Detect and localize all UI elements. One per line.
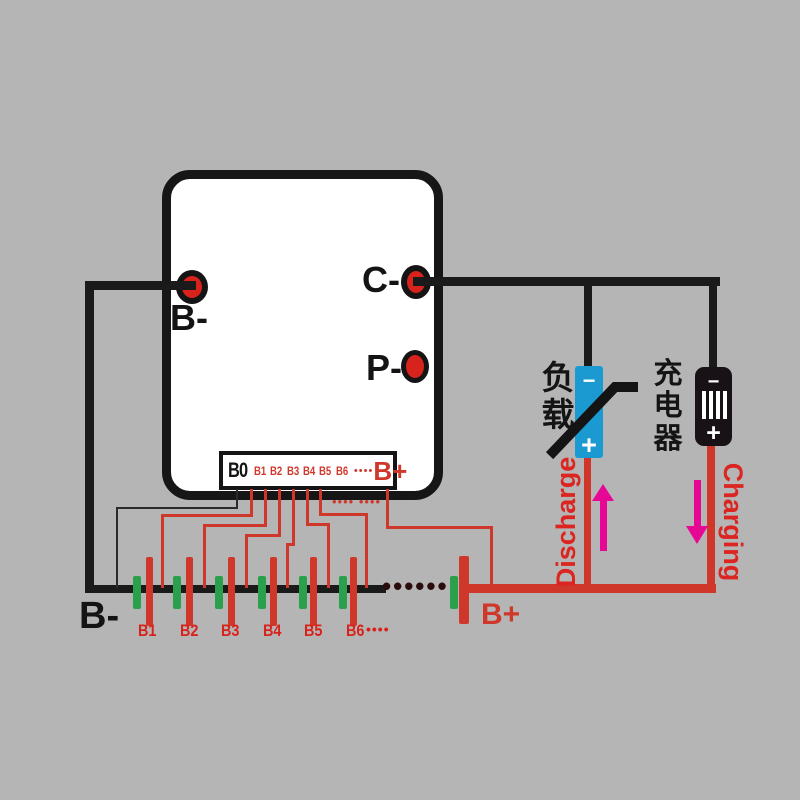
cell4-negative-plate: [258, 576, 266, 609]
wire-load-bottom: [584, 456, 591, 587]
charging-label: Charging: [718, 462, 748, 582]
pin-b5-label: B5: [319, 463, 332, 478]
battery-series-line: [85, 585, 386, 593]
wire-b1-vertical: [161, 514, 164, 588]
discharge-up-arrow-icon: [592, 484, 614, 501]
wire-b3-vertical: [245, 534, 248, 588]
balance-connector-strip: B0 B1 B2 B3 B4 B5 B6 •••• B+: [219, 451, 407, 490]
cell1-label: B1: [138, 621, 157, 640]
wire-bplus-horizontal: [386, 526, 493, 529]
wire-b5-vertical: [327, 523, 330, 588]
charging-arrow-shaft: [694, 480, 701, 527]
wire-b2-vertical: [203, 524, 206, 588]
cell4-label: B4: [263, 621, 282, 640]
p-minus-terminal-pad: [406, 355, 424, 378]
bms-board: [162, 170, 443, 500]
load-label-cn: 负载: [541, 359, 575, 433]
pin-b4-label: B4: [302, 463, 316, 478]
cell6-negative-plate: [339, 576, 347, 609]
wire-b4-drop: [292, 489, 295, 546]
pin-b3-label: B3: [286, 463, 299, 478]
bplus-bus: [466, 584, 716, 593]
cell5-positive-plate: [310, 557, 317, 626]
cellN-negative-plate: [450, 576, 458, 609]
cell4-positive-plate: [270, 557, 277, 626]
charger-plus-sign: +: [706, 419, 721, 447]
pack-b-minus-label: B-: [79, 595, 120, 637]
wire-charger-bottom: [707, 444, 715, 587]
wire-b2-drop: [264, 489, 267, 527]
wire-b0-horizontal: [116, 507, 238, 509]
wire-b3-drop: [278, 489, 281, 537]
wire-b4-vertical: [286, 543, 289, 588]
discharge-label: Discharge: [551, 456, 581, 588]
wire-cminus-horizontal: [413, 277, 720, 286]
board-b-minus-label: B-: [170, 297, 208, 338]
wire-b1-horizontal: [161, 514, 253, 517]
pin-b6-label: B6: [335, 463, 348, 478]
wire-b5-drop: [306, 489, 309, 526]
wire-b6-drop: [319, 489, 322, 516]
cell1-positive-plate: [146, 557, 153, 626]
wire-b1-drop: [250, 489, 253, 517]
cell2-positive-plate: [186, 557, 193, 626]
load-minus-sign: −: [582, 368, 596, 393]
charger-plug-grille-icon: [701, 391, 728, 419]
wire-b0-vertical: [116, 507, 118, 588]
balance-ellipsis-dots-icon: •••• ••••: [332, 494, 382, 509]
wire-b4-horizontal: [286, 543, 295, 546]
wire-b6-horizontal: [319, 513, 368, 516]
wire-bminus-vertical: [85, 281, 94, 593]
cell3-negative-plate: [215, 576, 223, 609]
wire-bplus-vertical: [490, 526, 493, 588]
charger-label-cn: 充电器: [653, 358, 683, 455]
cell5-label: B5: [304, 621, 323, 640]
wire-b6-vertical: [365, 513, 368, 588]
discharge-arrow-shaft: [600, 499, 607, 551]
wire-b3-horizontal: [245, 534, 281, 537]
pin-b2-label: B2: [270, 463, 283, 478]
cell3-positive-plate: [228, 557, 235, 626]
pin-b0-label: B0: [228, 458, 248, 482]
switch-icon: [545, 382, 638, 460]
wire-bminus-horizontal: [85, 281, 196, 290]
wire-load-top: [584, 281, 592, 369]
wire-b0-drop: [236, 489, 238, 509]
board-c-minus-label: C-: [362, 259, 400, 300]
cell5-negative-plate: [299, 576, 307, 609]
cell6-label: B6: [346, 621, 365, 640]
cell-labels-ellipsis-dots-icon: ••••: [366, 621, 390, 637]
connector-ellipsis-dots-icon: ••••: [353, 464, 374, 477]
board-p-minus-label: P-: [366, 347, 402, 388]
pin-bplus-label: B+: [373, 455, 408, 486]
wire-charger-top: [709, 281, 717, 370]
pack-b-plus-label: B+: [481, 598, 521, 631]
charging-down-arrow-icon: [686, 526, 708, 544]
cellN-positive-plate: [459, 556, 469, 624]
series-continuation-dots-icon: ••••••: [382, 571, 449, 601]
cell1-negative-plate: [133, 576, 141, 609]
wire-b2-horizontal: [203, 524, 267, 527]
cell6-positive-plate: [350, 557, 357, 626]
cell2-negative-plate: [173, 576, 181, 609]
wire-b5-horizontal: [306, 523, 330, 526]
load-plus-sign: +: [581, 430, 597, 460]
cell2-label: B2: [180, 621, 199, 640]
wire-bplus-drop: [386, 489, 389, 529]
pin-b1-label: B1: [253, 463, 267, 478]
charger-minus-sign: −: [707, 371, 720, 393]
cell3-label: B3: [221, 621, 240, 640]
